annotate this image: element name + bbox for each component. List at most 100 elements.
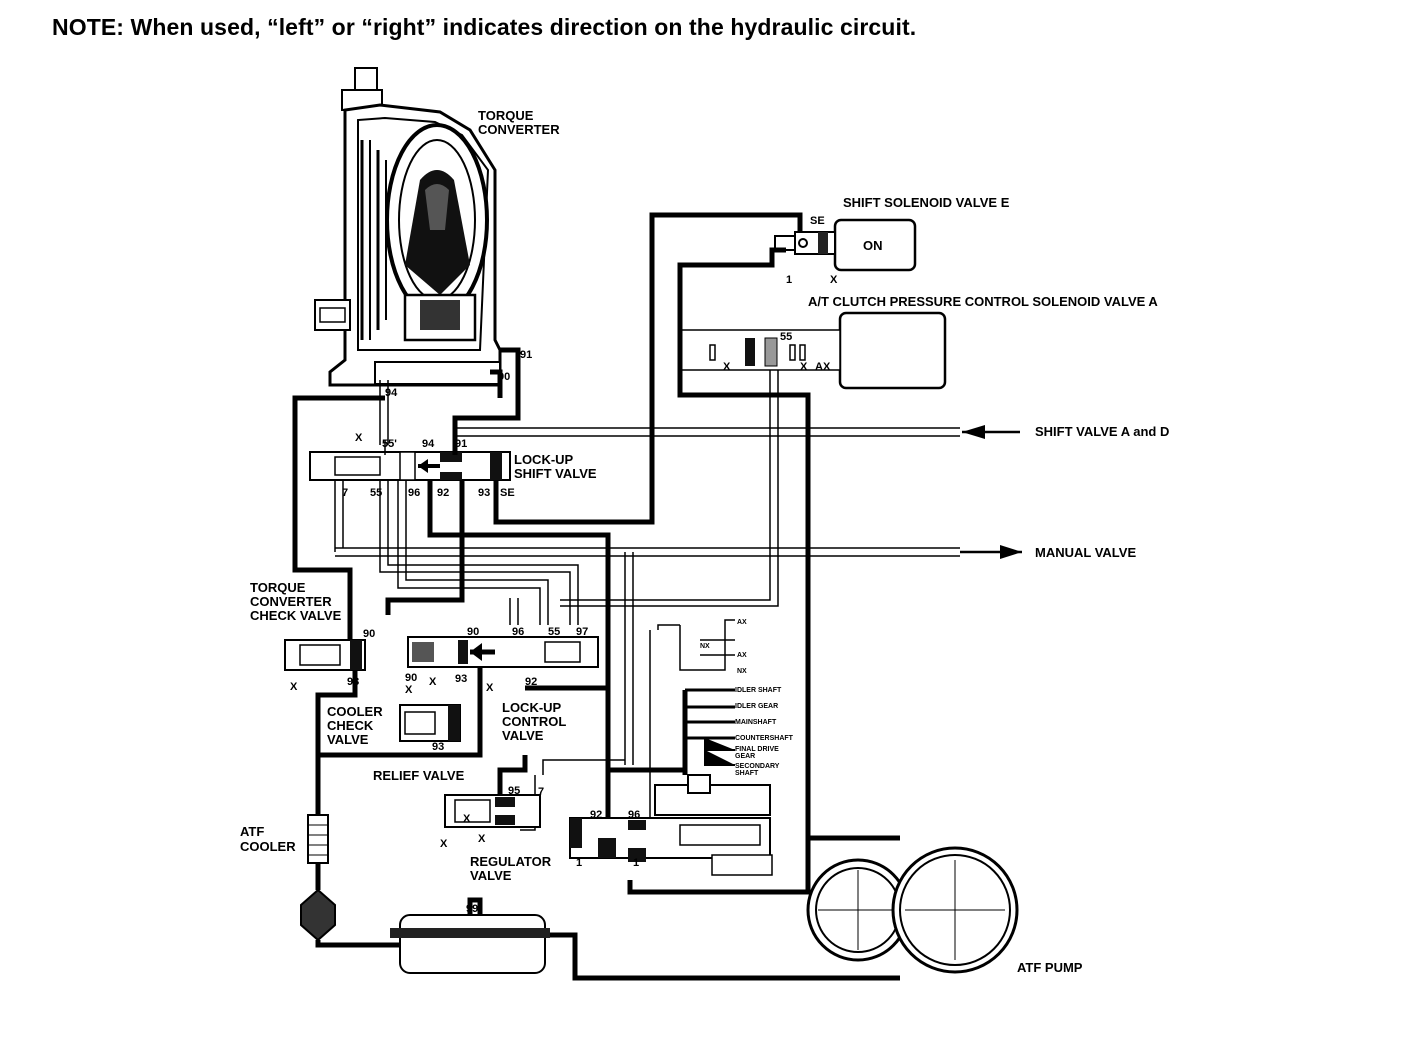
port-94-top: 94 — [385, 387, 398, 399]
port-96-reg: 96 — [628, 809, 640, 821]
cooler-check-valve — [399, 704, 461, 742]
line-shift-valve — [455, 427, 960, 437]
port-91-top: 91 — [520, 349, 532, 361]
tc-check-label-2: CONVERTER — [250, 594, 332, 609]
cooler-check-label-3: VALVE — [327, 732, 369, 747]
port-1-solenoid: 1 — [786, 274, 792, 286]
port-93: 93 — [478, 487, 490, 499]
port-x-solenoid: X — [830, 274, 838, 286]
tc-check-label-1: TORQUE — [250, 580, 306, 595]
cooler-check-label-1: COOLER — [327, 704, 383, 719]
port-92-luc: 92 — [525, 676, 537, 688]
tc-label-1: TORQUE — [478, 108, 534, 123]
relief-valve-label: RELIEF VALVE — [373, 768, 465, 783]
port-93-luc: 93 — [455, 673, 467, 685]
port-1-reg1: 1 — [576, 857, 582, 869]
port-x-lsv: X — [355, 432, 363, 444]
port-ax-a: AX — [815, 361, 831, 373]
port-x-luc1: X — [429, 676, 437, 688]
arrow-manual-valve — [1000, 545, 1022, 559]
port-x-ccv: X — [405, 684, 413, 696]
port-7: 7 — [342, 487, 348, 499]
port-91: 91 — [455, 438, 467, 450]
atf-pump-label: ATF PUMP — [1017, 960, 1083, 975]
port-55-a: 55 — [780, 331, 792, 343]
lube-shaft: SHAFT — [735, 770, 759, 777]
regulator-label-1: REGULATOR — [470, 854, 552, 869]
torque-converter-drawing — [314, 67, 502, 387]
port-55p: 55' — [382, 438, 397, 450]
port-nx-1: NX — [700, 643, 710, 650]
port-55-luc: 55 — [548, 626, 560, 638]
port-96: 96 — [408, 487, 420, 499]
lube-final-drive: FINAL DRIVE — [735, 746, 779, 753]
port-x-a1: X — [723, 361, 731, 373]
port-codes: 91 90 94 X 55' 94 91 7 55 96 92 93 SE SE… — [290, 215, 838, 915]
port-1-reg2: 1 — [633, 857, 639, 869]
lube-gear: GEAR — [735, 753, 755, 760]
line-manual-valve — [335, 547, 960, 557]
atf-cooler-label-1: ATF — [240, 824, 264, 839]
port-99: 99 — [466, 903, 478, 915]
cooler-check-label-2: CHECK — [327, 718, 374, 733]
port-7-relief: 7 — [538, 786, 544, 798]
lockup-control-valve — [407, 636, 599, 668]
port-55: 55 — [370, 487, 382, 499]
port-90-luc: 90 — [467, 626, 479, 638]
port-x-relief2: X — [440, 838, 448, 850]
tc-check-label-3: CHECK VALVE — [250, 608, 342, 623]
lube-mainshaft: MAINSHAFT — [735, 719, 777, 726]
lube-idler-gear: IDLER GEAR — [735, 703, 778, 710]
lockup-control-label-1: LOCK-UP — [502, 700, 562, 715]
lockup-shift-valve-label-1: LOCK-UP — [514, 452, 574, 467]
lockup-shift-valve-body — [309, 451, 511, 481]
atf-pump — [806, 846, 1019, 974]
port-93-ccv: 93 — [432, 741, 444, 753]
tc-label-2: CONVERTER — [478, 122, 560, 137]
solenoid-state: ON — [863, 238, 883, 253]
arrow-shift-valve — [962, 425, 985, 439]
shift-valve-a-d-label: SHIFT VALVE A and D — [1035, 424, 1169, 439]
port-x-luc2: X — [486, 682, 494, 694]
port-x-relief1: X — [463, 813, 471, 825]
lube-countershaft: COUNTERSHAFT — [735, 735, 794, 742]
relief-valve — [444, 794, 541, 828]
port-nx-2: NX — [737, 668, 747, 675]
manual-valve-label: MANUAL VALVE — [1035, 545, 1136, 560]
lockup-shift-valve-label-2: SHIFT VALVE — [514, 466, 597, 481]
shift-solenoid-e-label: SHIFT SOLENOID VALVE E — [843, 195, 1010, 210]
lubrication-branches: IDLER SHAFT IDLER GEAR MAINSHAFT COUNTER… — [608, 687, 794, 777]
lockup-control-label-3: VALVE — [502, 728, 544, 743]
clutch-pressure-solenoid-label: A/T CLUTCH PRESSURE CONTROL SOLENOID VAL… — [808, 294, 1158, 309]
port-94: 94 — [422, 438, 435, 450]
port-95: 95 — [508, 785, 520, 797]
lockup-control-label-2: CONTROL — [502, 714, 566, 729]
port-92-reg: 92 — [590, 809, 602, 821]
port-se-solenoid: SE — [810, 215, 825, 227]
atf-cooler — [300, 814, 400, 948]
port-97-luc: 97 — [576, 626, 588, 638]
port-96-luc: 96 — [512, 626, 524, 638]
regulator-label-2: VALVE — [470, 868, 512, 883]
port-90-top: 90 — [498, 371, 510, 383]
port-92: 92 — [437, 487, 449, 499]
thin-circuits — [334, 370, 779, 831]
port-93-check: 93 — [347, 676, 359, 688]
port-ax-2: AX — [737, 652, 747, 659]
lube-idler-shaft: IDLER SHAFT — [735, 687, 782, 694]
shift-solenoid-e: ON — [774, 218, 917, 272]
thick-circuits — [292, 212, 900, 981]
port-ax-1: AX — [737, 619, 747, 626]
regulator-valve — [569, 774, 773, 876]
tc-check-valve — [284, 639, 366, 671]
port-x-a2: X — [800, 361, 808, 373]
note-text: NOTE: When used, “left” or “right” indic… — [52, 14, 917, 40]
port-se: SE — [500, 487, 515, 499]
lube-secondary: SECONDARY — [735, 763, 780, 770]
strainer — [390, 897, 550, 974]
port-x-check: X — [290, 681, 298, 693]
port-90-check: 90 — [363, 628, 375, 640]
atf-cooler-label-2: COOLER — [240, 839, 296, 854]
port-90-luc2: 90 — [405, 672, 417, 684]
